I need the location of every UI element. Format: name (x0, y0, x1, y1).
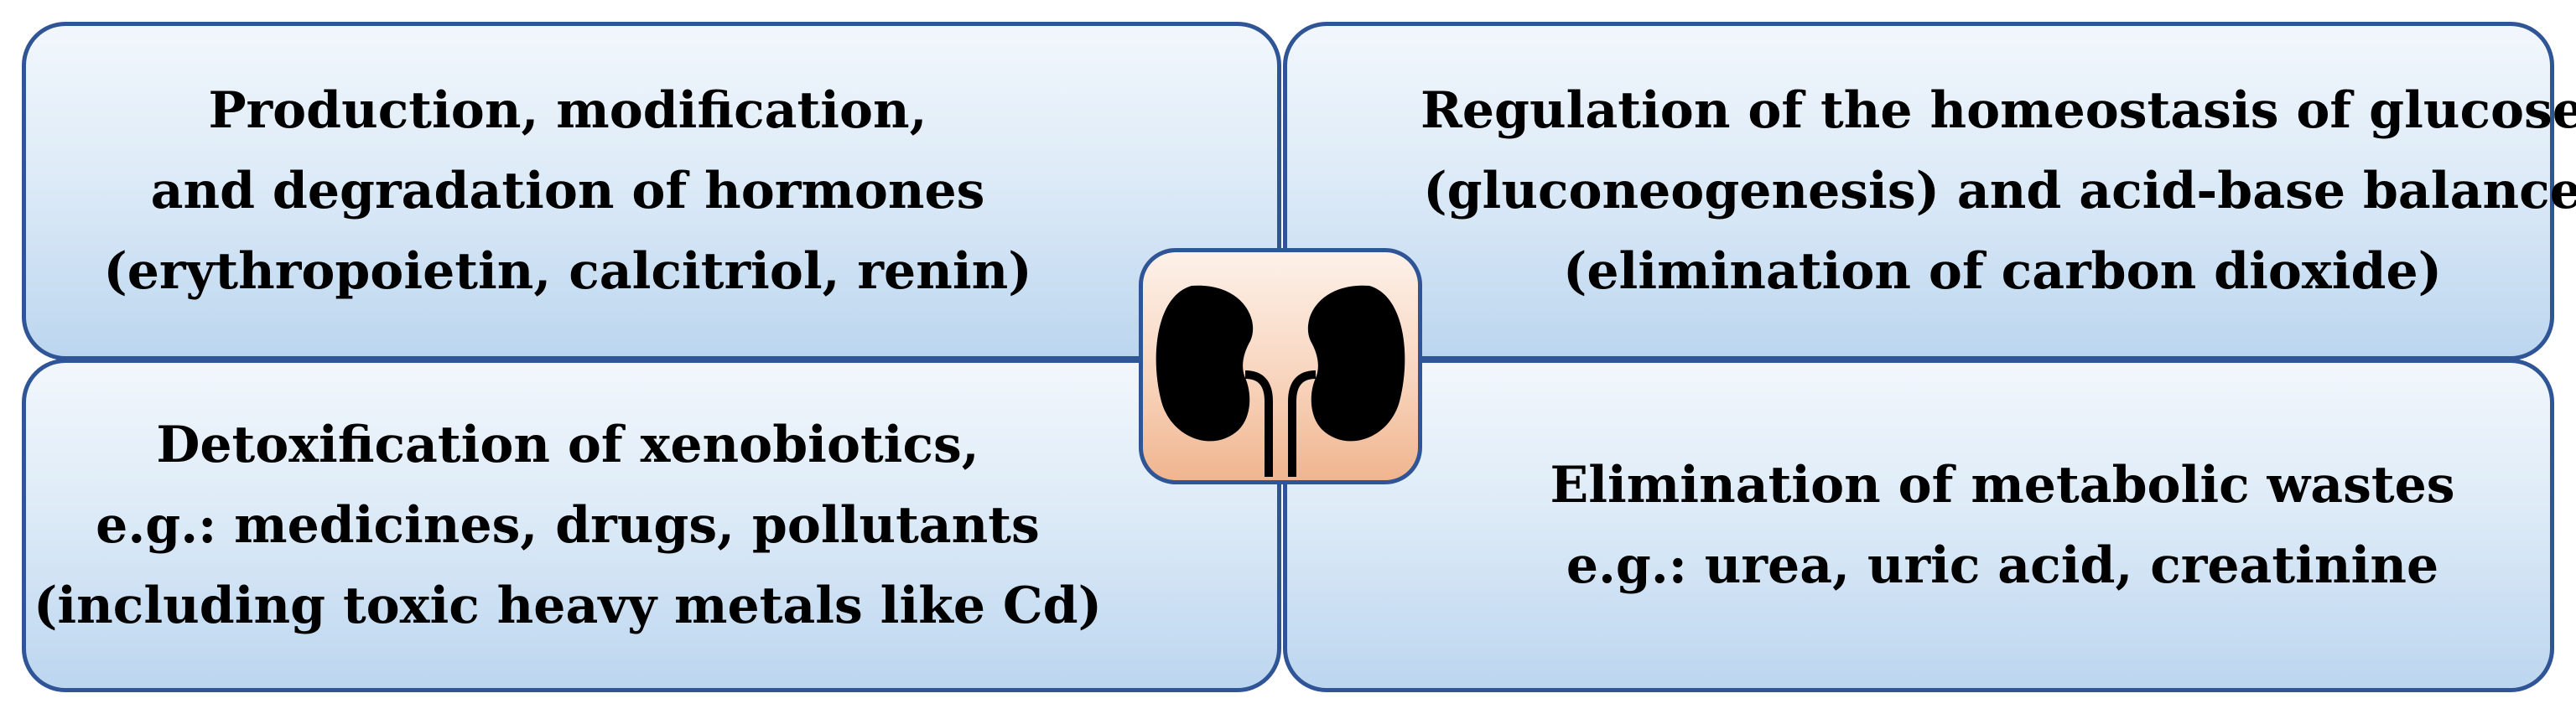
right-ureter-icon (1288, 370, 1317, 477)
top-left-function-text: Production, modification, and degradatio… (103, 70, 1031, 312)
top-right-function-text: Regulation of the homeostasis of glucose… (1420, 70, 2576, 312)
text-line: Regulation of the homeostasis of glucose (1420, 81, 2576, 140)
text-line: Elimination of metabolic wastes (1550, 456, 2455, 515)
text-line: e.g.: urea, uric acid, creatinine (1566, 536, 2439, 595)
right-kidney-icon (1307, 285, 1405, 442)
text-line: and degradation of hormones (150, 162, 985, 220)
text-line: Detoxification of xenobiotics, (156, 416, 979, 474)
kidneys-icon (1156, 285, 1405, 477)
bottom-left-function-text: Detoxification of xenobiotics, e.g.: med… (34, 405, 1102, 646)
left-kidney-icon (1156, 285, 1254, 442)
text-line: (including toxic heavy metals like Cd) (33, 577, 1102, 635)
text-line: (erythropoietin, calcitriol, renin) (103, 242, 1032, 301)
bottom-right-function-text: Elimination of metabolic wastes e.g.: ur… (1550, 445, 2454, 606)
text-line: (gluconeogenesis) and acid-base balance (1423, 162, 2576, 220)
kidney-icon-box (1139, 248, 1422, 484)
text-line: (elimination of carbon dioxide) (1562, 242, 2443, 301)
top-left-function-box: Production, modification, and degradatio… (22, 22, 1281, 360)
text-line: Production, modification, (208, 81, 927, 140)
bottom-left-function-box: Detoxification of xenobiotics, e.g.: med… (22, 359, 1281, 692)
top-right-function-box: Regulation of the homeostasis of glucose… (1283, 22, 2576, 360)
text-line: e.g.: medicines, drugs, pollutants (96, 496, 1040, 555)
bottom-right-function-box: Elimination of metabolic wastes e.g.: ur… (1283, 359, 2554, 692)
left-ureter-icon (1244, 370, 1273, 477)
